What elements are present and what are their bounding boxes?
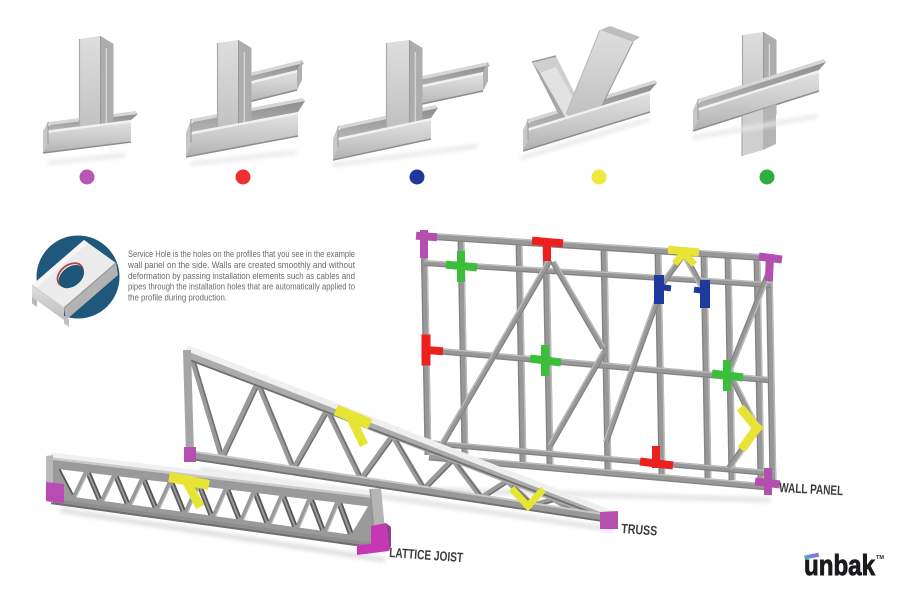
svg-text:TM: TM <box>876 555 884 561</box>
svg-text:LATTICE JOIST: LATTICE JOIST <box>389 545 464 565</box>
svg-text:deformation by passing install: deformation by passing installation elem… <box>128 271 355 281</box>
svg-text:pipes through the installation: pipes through the installation holes tha… <box>128 282 355 292</box>
svg-text:TRUSS: TRUSS <box>621 521 658 538</box>
svg-text:the profile during production.: the profile during production. <box>128 293 227 303</box>
svg-text:Service Hole is the holes on t: Service Hole is the holes on the profile… <box>128 249 355 259</box>
svg-text:wall panel on the side. Walls: wall panel on the side. Walls are create… <box>127 260 355 270</box>
svg-text:WALL PANEL: WALL PANEL <box>779 480 844 498</box>
